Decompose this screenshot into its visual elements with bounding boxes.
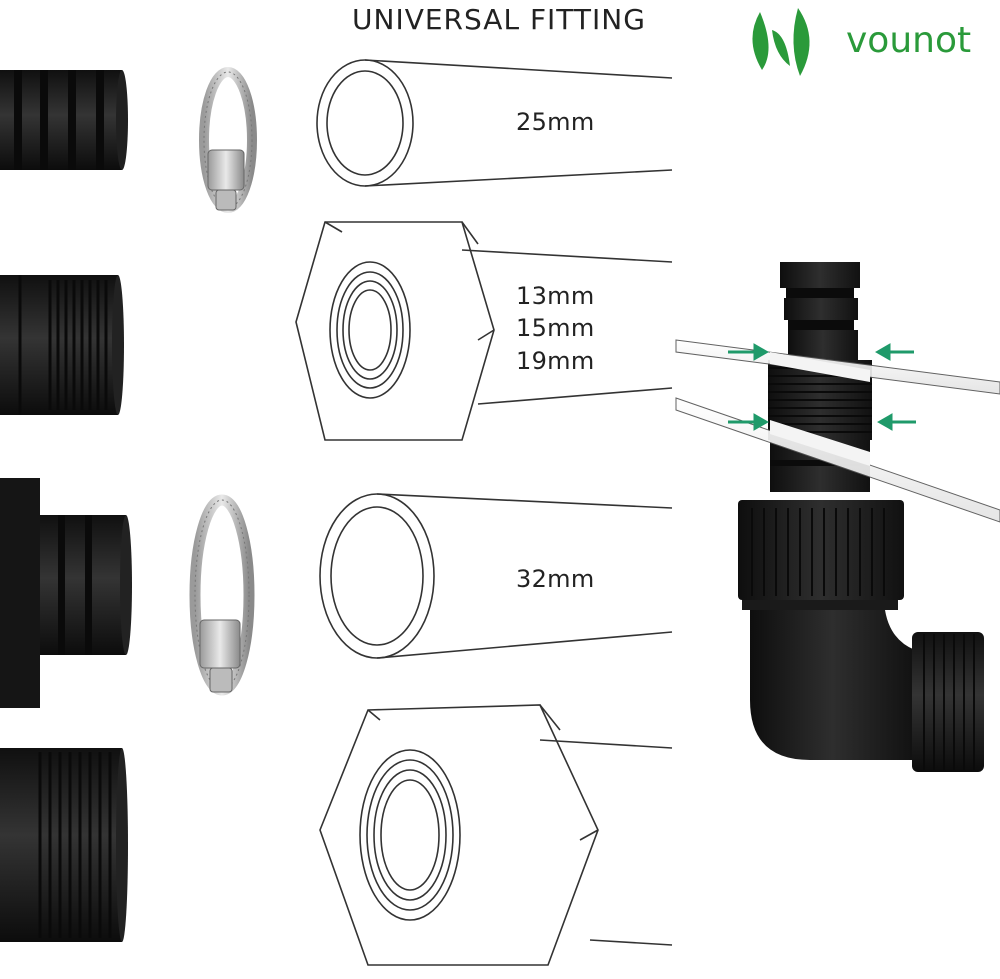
- thread-part-upper: [0, 275, 124, 415]
- leaf-logo-icon: [752, 8, 810, 76]
- nut-outline-upper: [295, 221, 673, 441]
- nut-outline-lower: [319, 704, 673, 966]
- hose-clamp-icon: [189, 494, 255, 696]
- label-19mm: 19mm: [516, 347, 595, 375]
- label-13mm: 13mm: [516, 282, 595, 310]
- label-25mm: 25mm: [516, 108, 595, 136]
- brand-name: vounot: [846, 20, 972, 61]
- label-32mm: 32mm: [516, 565, 595, 593]
- cut-arrow-icon: [728, 343, 916, 431]
- thread-part-bottom: [0, 748, 128, 942]
- page-title: UNIVERSAL FITTING: [352, 3, 646, 36]
- label-15mm: 15mm: [516, 314, 595, 342]
- assembled-fitting: [675, 262, 1000, 772]
- barb-part-lower: [0, 478, 132, 708]
- hose-clamp-icon: [199, 67, 257, 213]
- pipe-outline-top: [316, 59, 673, 187]
- barb-part-top: [0, 70, 128, 170]
- pipe-outline-lower: [319, 493, 673, 659]
